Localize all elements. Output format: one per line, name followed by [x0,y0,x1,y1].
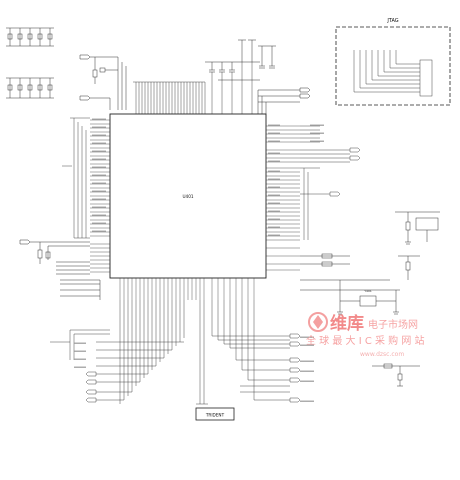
jtag-traces [353,50,433,97]
watermark-url: www.dzsc.com [360,351,404,358]
ic-left-pins [90,119,110,273]
crystal-block [300,253,400,315]
crystal-label: Y401 [364,289,372,293]
top-left-net-resistors [79,54,127,110]
regulator-ic [415,217,439,231]
watermark-brand: 维库 [330,313,364,334]
watermark-logo-mark [313,315,323,329]
footer-title-box: TRIDENT [195,407,235,421]
left-buses [62,117,90,239]
crystal-body [359,295,377,307]
top-right-nets [257,87,311,114]
regulator-block [395,211,440,280]
watermark: 维库 电子市场网 全 球 最 大 I C 采 购 网 站 www.dzsc.co… [306,312,425,358]
jtag-border [335,26,451,106]
bottom-buses [50,300,301,405]
watermark-slogan: 全 球 最 大 I C 采 购 网 站 [306,334,425,347]
decoupling-block-bottom [6,77,54,99]
footer-label: TRIDENT [205,413,225,418]
watermark-brand-2: 电子市场网 [368,318,418,331]
jtag-title: JTAG [386,18,398,24]
watermark-logo-icon [308,312,328,332]
bottom-right-circuit [372,363,420,387]
top-power-capacitors [205,39,276,81]
left-mid-peripheral [19,239,101,300]
ic-right-pins [266,125,300,271]
main-ic: U401 [90,113,300,300]
decoupling-block-top [6,27,54,47]
top-bus-lines [133,62,253,114]
ic-label: U401 [182,194,193,199]
jtag-section: JTAG [335,18,451,106]
pin-label-marks [74,118,324,402]
ic-bottom-pins [119,278,255,300]
right-buses [300,125,361,240]
